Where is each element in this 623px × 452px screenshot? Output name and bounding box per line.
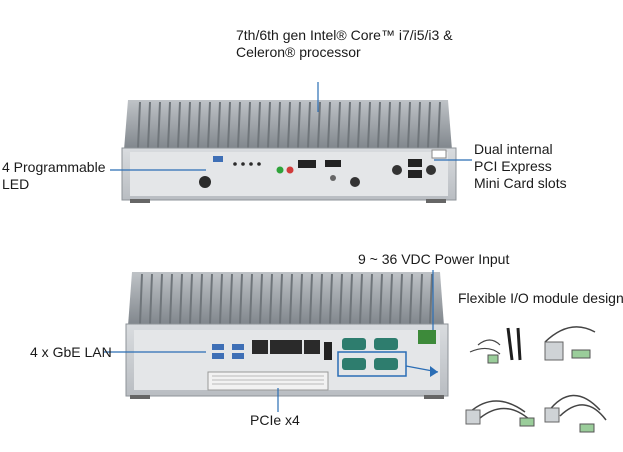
front-panel-top bbox=[130, 152, 448, 196]
callout-programmable-led: 4 Programmable LED bbox=[2, 159, 106, 192]
callout-gbe-lan: 4 x GbE LAN bbox=[30, 344, 112, 360]
heatsink-fins-bottom bbox=[128, 272, 444, 326]
heatsink-fins-top bbox=[124, 100, 452, 150]
callout-processor: 7th/6th gen Intel® Core™ i7/i5/i3 & Cele… bbox=[236, 27, 453, 60]
hdmi-port-icon bbox=[325, 160, 341, 167]
serial-ports bbox=[342, 338, 398, 370]
usb-port-icon bbox=[408, 159, 422, 167]
pcie-slot-cover bbox=[207, 371, 329, 391]
io-module-accessories bbox=[465, 326, 607, 433]
callout-io-module: Flexible I/O module design bbox=[458, 290, 623, 306]
callout-mini-card: Dual internal PCI Express Mini Card slot… bbox=[474, 141, 567, 191]
power-terminal-icon bbox=[418, 330, 436, 344]
usb3-ports bbox=[212, 344, 244, 359]
arrow-icon bbox=[430, 366, 438, 377]
usb-port-icon bbox=[213, 156, 223, 162]
callout-lines bbox=[104, 82, 472, 412]
mic-jack-icon bbox=[286, 166, 294, 174]
io-module-highlight bbox=[337, 351, 407, 377]
power-button-icon bbox=[199, 176, 211, 188]
displayport-icon bbox=[298, 160, 316, 168]
callout-pcie: PCIe x4 bbox=[250, 412, 300, 428]
front-view-device bbox=[121, 100, 457, 203]
lan-ports bbox=[252, 340, 320, 354]
hdmi-port-icon bbox=[324, 342, 332, 360]
led-indicators bbox=[233, 162, 261, 166]
callout-power-input: 9 ~ 36 VDC Power Input bbox=[358, 251, 510, 267]
antenna-icon bbox=[506, 327, 514, 361]
audio-jack-icon bbox=[276, 166, 284, 174]
antenna-hole-icon bbox=[350, 177, 360, 187]
rear-view-device bbox=[125, 272, 449, 399]
